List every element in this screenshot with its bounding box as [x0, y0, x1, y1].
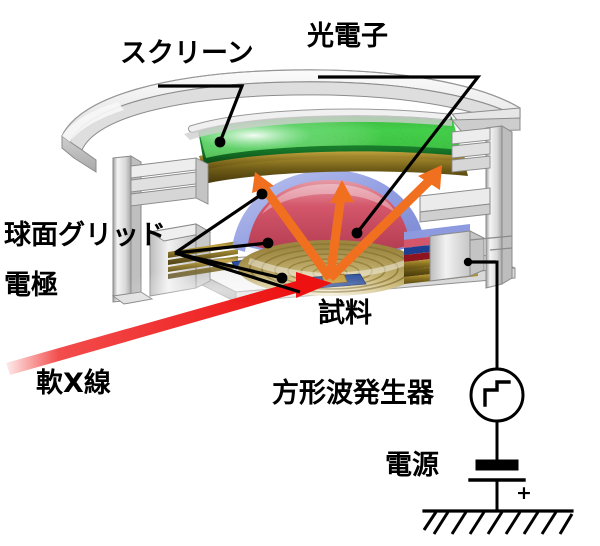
label-photoelectron: 光電子	[307, 21, 388, 52]
square-wave-glyph	[483, 380, 511, 407]
leader-dot-electrode-wire	[463, 257, 473, 267]
square-wave-generator-symbol	[469, 367, 525, 423]
leader-dot-photoelectron	[351, 227, 363, 239]
support-posts	[111, 125, 513, 305]
leader-dot-grid-3	[276, 272, 288, 284]
label-square-wave-generator: 方形波発生器	[272, 378, 434, 409]
leader-dot-grid-2	[262, 237, 274, 249]
label-soft-xray: 軟X線	[36, 368, 111, 399]
leader-dot-screen	[214, 136, 226, 148]
leader-lines	[158, 75, 496, 294]
label-screen: スクリーン	[120, 38, 254, 69]
photoelectron-arrowheads	[252, 165, 442, 203]
photoelectron-arrows	[258, 174, 436, 282]
soft-xray-beam	[6, 272, 332, 375]
label-polarity-plus: +	[516, 482, 532, 504]
label-electrode: 電極	[4, 270, 58, 301]
label-sample: 試料	[318, 298, 372, 329]
label-power-supply: 電源	[385, 450, 439, 481]
leader-dots	[214, 136, 473, 284]
leader-dot-grid-1	[256, 188, 268, 200]
label-spherical-grid: 球面グリッド	[4, 220, 166, 251]
ground-hatching	[422, 511, 574, 535]
